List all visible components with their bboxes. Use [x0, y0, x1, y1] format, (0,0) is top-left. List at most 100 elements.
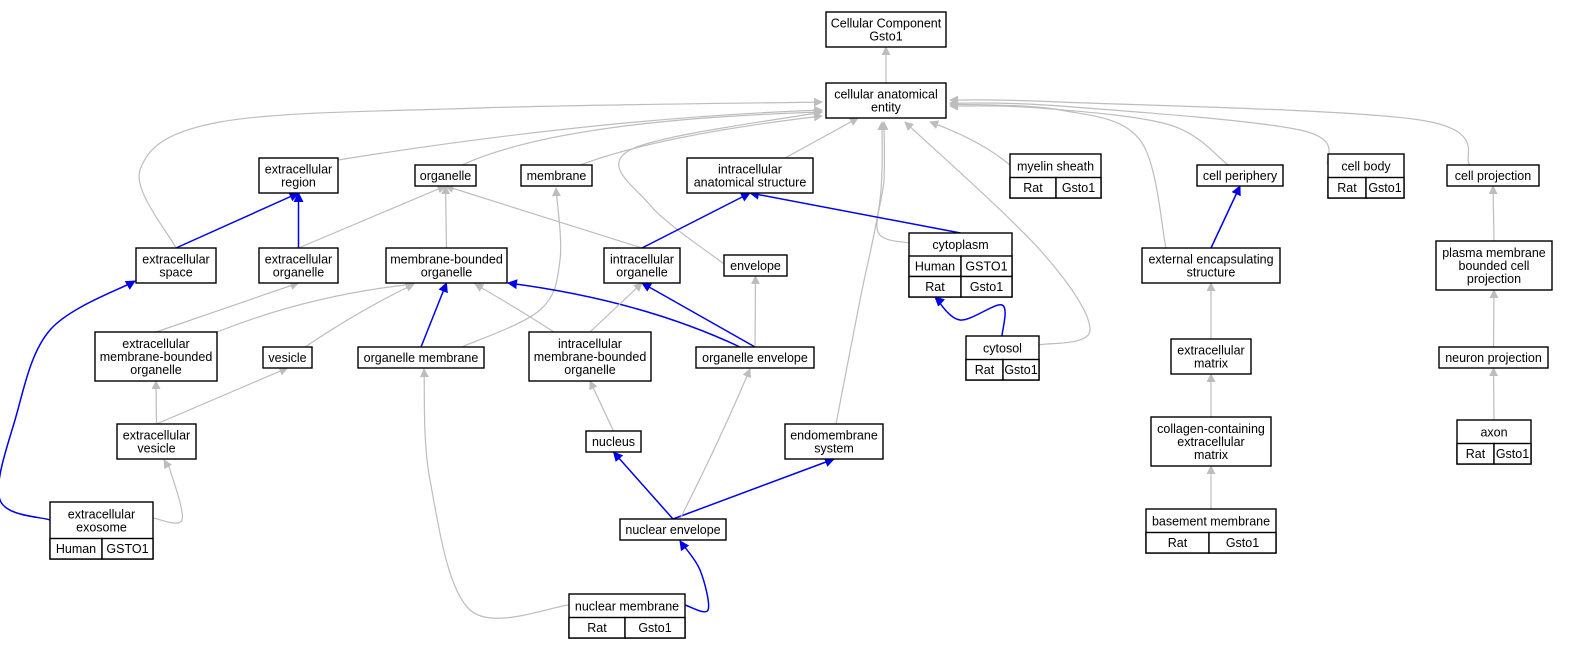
node-neuronproj[interactable]: neuron projection — [1438, 346, 1549, 369]
node-box — [414, 164, 477, 187]
node-box — [262, 346, 313, 369]
edge-intraorg-to-organelle — [444, 184, 643, 249]
edge-exmbo-to-mbo — [216, 280, 415, 333]
edge-myelin-to-cae — [929, 120, 1011, 166]
gene-label: Gsto1 — [1368, 181, 1401, 195]
node-label: anatomical structure — [694, 176, 807, 190]
node-label: external encapsulating — [1148, 253, 1273, 267]
node-box — [1150, 416, 1272, 467]
node-vesicle[interactable]: vesicle — [262, 346, 313, 369]
node-label: organelle — [420, 169, 471, 183]
node-label: membrane — [527, 169, 587, 183]
node-box — [825, 82, 947, 119]
edges-layer — [0, 46, 1499, 619]
node-label: cytoplasm — [932, 238, 988, 252]
edge-orgenv-to-intraorg — [641, 282, 756, 348]
edge-ecs-to-periphery — [1210, 185, 1241, 249]
node-box — [135, 247, 217, 284]
edge-cellbody-to-cae — [949, 98, 1330, 166]
gene-label: Gsto1 — [1226, 536, 1259, 550]
node-label: membrane-bounded — [534, 350, 647, 364]
species-label: Rat — [975, 363, 995, 377]
gene-label: Gsto1 — [970, 280, 1003, 294]
edge-exspace-to-exreg — [175, 192, 300, 249]
node-label: myelin sheath — [1017, 159, 1094, 173]
node-label: organelle — [564, 363, 615, 377]
node-label: axon — [1480, 425, 1507, 439]
edge-nucmem-to-nucenv — [679, 540, 710, 613]
gene-cell — [1208, 531, 1277, 554]
node-label: basement membrane — [1152, 514, 1270, 528]
node-label: envelope — [730, 259, 781, 273]
node-orgenv[interactable]: organelle envelope — [695, 346, 815, 369]
node-nucleus[interactable]: nucleus — [585, 430, 642, 453]
species-label: Rat — [1023, 181, 1043, 195]
edge-organelle-to-cae — [461, 107, 823, 166]
node-envelope[interactable]: envelope — [723, 254, 788, 277]
node-box — [1141, 247, 1281, 284]
node-nucenv[interactable]: nuclear envelope — [619, 518, 727, 541]
node-label: nuclear membrane — [575, 599, 679, 613]
node-label: exosome — [76, 520, 127, 534]
edge-axon-to-neuronproj — [1489, 367, 1499, 421]
node-membrane[interactable]: membrane — [520, 164, 593, 187]
node-box — [258, 157, 339, 194]
gene-label: GSTO1 — [965, 260, 1007, 274]
node-projection[interactable]: cell projection — [1446, 164, 1540, 187]
node-label: organelle — [616, 266, 667, 280]
node-orgmem[interactable]: organelle membrane — [357, 346, 485, 369]
edge-neuronproj-to-pmbcp — [1489, 289, 1499, 348]
edge-exves-to-vesicle — [156, 367, 289, 425]
node-box — [528, 331, 652, 382]
edge-nucleus-to-intrambo — [589, 380, 615, 432]
node-box — [686, 157, 814, 194]
node-label: nucleus — [592, 435, 635, 449]
node-label: vesicle — [268, 351, 306, 365]
node-label: cellular anatomical — [834, 88, 938, 102]
node-label: organelle membrane — [364, 351, 479, 365]
node-label: cell projection — [1455, 169, 1531, 183]
edge-intrambo-to-mbo — [474, 283, 555, 333]
edge-exves-to-exmbo — [151, 380, 161, 425]
node-periphery[interactable]: cell periphery — [1196, 164, 1284, 187]
node-label: intracellular — [718, 163, 782, 177]
gene-cell — [1002, 358, 1040, 381]
node-label: intracellular — [610, 253, 674, 267]
node-box — [603, 247, 681, 284]
gene-cell — [960, 275, 1013, 298]
node-organelle[interactable]: organelle — [414, 164, 477, 187]
edge-nucenv-to-orgenv — [679, 368, 751, 520]
node-box — [695, 346, 815, 369]
edge-orgenv-to-envelope — [750, 275, 760, 348]
edge-exorg-to-organelle — [298, 185, 447, 249]
node-box — [723, 254, 788, 277]
edge-periphery-to-cae — [949, 101, 1229, 166]
